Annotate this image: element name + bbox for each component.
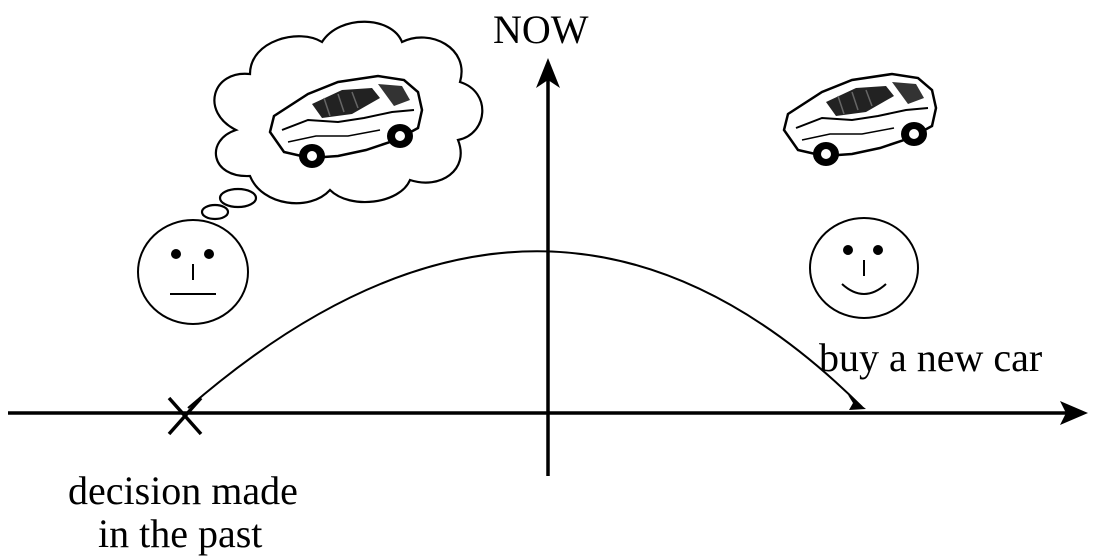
- past-event-label-line1: decision made: [68, 468, 298, 513]
- car-icon: [268, 74, 424, 168]
- past-event-label-line2: in the past: [98, 511, 263, 556]
- neutral-face-icon: [137, 219, 249, 325]
- arc-arrowhead: [848, 395, 866, 410]
- happy-face-icon: [809, 217, 919, 319]
- now-label: NOW: [493, 7, 589, 52]
- x-marker-icon: [167, 396, 203, 436]
- car-icon: [782, 72, 938, 166]
- now-axis: [536, 58, 560, 476]
- future-event-label: buy a new car: [819, 335, 1043, 380]
- time-arc-arrow: [187, 250, 863, 409]
